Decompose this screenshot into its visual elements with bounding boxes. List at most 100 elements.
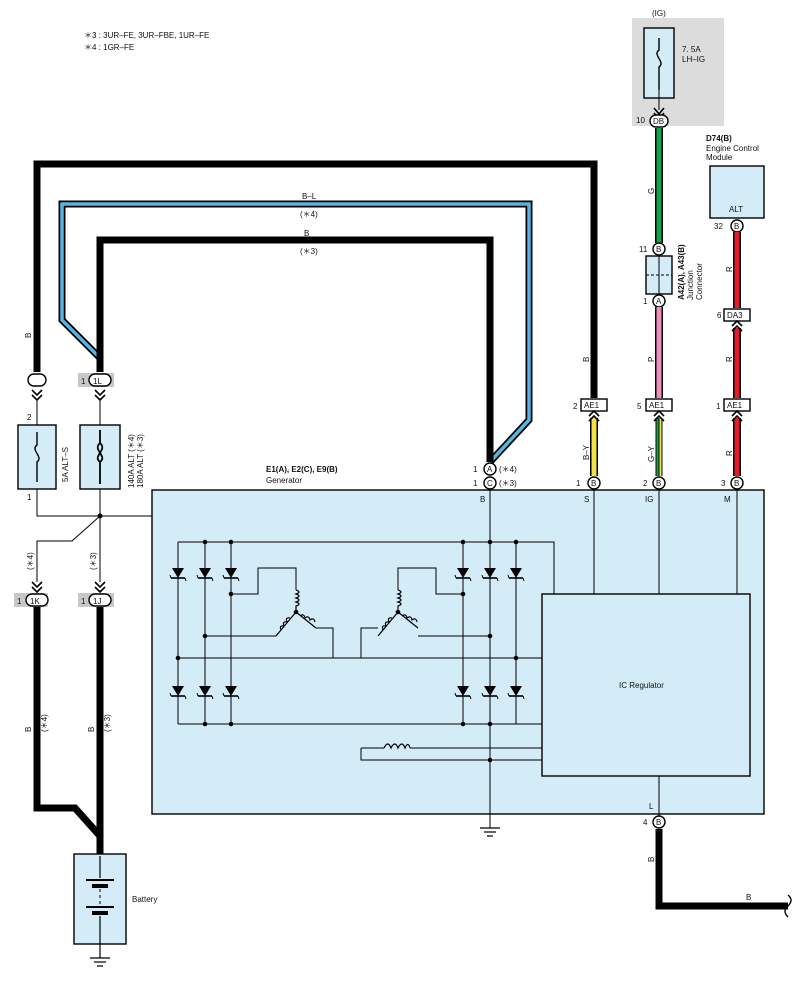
junction-name1: Junction <box>686 270 695 300</box>
gen-c-note: (＊3) <box>499 479 517 488</box>
ecm-terminal: ALT <box>729 205 743 214</box>
stator-coil-left-icon <box>275 589 317 637</box>
term-l: L <box>649 802 654 811</box>
da3-label: DA3 <box>727 311 743 320</box>
ae1-s-label: AE1 <box>584 401 600 410</box>
ae1-m-pin: 1 <box>716 402 721 411</box>
lh-ig-fuse-amp: 7. 5A <box>682 45 701 54</box>
ic-regulator-box <box>541 593 751 777</box>
ecm-id: D74(B) <box>706 134 732 143</box>
generator-internal-wiring <box>177 489 738 828</box>
c1l-connector <box>88 373 112 387</box>
alt-label-2: 180A ALT (＊3) <box>136 434 145 488</box>
wire-b-left-label: B <box>24 333 33 338</box>
gen-ig-pin: 2 <box>643 479 648 488</box>
generator-name: Generator <box>266 476 302 485</box>
generator-ground-icon <box>480 827 500 837</box>
wire-b-bottom-label: B <box>746 893 751 902</box>
ecm-name2: Module <box>706 153 733 162</box>
gen-c-label: C <box>487 479 493 488</box>
term-s: S <box>584 495 589 504</box>
wire-r3-label: R <box>725 450 734 456</box>
ig-title: (IG) <box>652 9 666 18</box>
wire-bl-note: (＊4) <box>300 210 318 219</box>
j11-connector <box>652 242 666 256</box>
battery-name: Battery <box>132 895 157 904</box>
gen-l-connector <box>652 815 666 829</box>
wire-by-label: B–Y <box>582 444 591 460</box>
gen-a-connector <box>483 462 497 476</box>
ecm32-pin: 32 <box>714 222 723 231</box>
gen-a-label: A <box>487 465 493 474</box>
ae1-m-label: AE1 <box>727 401 743 410</box>
c1j-label: 1J <box>93 597 101 606</box>
gen-a-pin: 1 <box>473 465 478 474</box>
c1k-connector <box>25 593 49 607</box>
alts-bot-pin: 1 <box>27 493 32 502</box>
alt-fuse-icon <box>96 430 104 484</box>
wire-b-top-note: (＊3) <box>300 247 318 256</box>
wire-b3-label: B <box>87 727 96 732</box>
wire-continue-icon <box>784 894 792 918</box>
ae1-ig-pin: 5 <box>637 402 642 411</box>
ae1-s-pin: 2 <box>573 402 578 411</box>
gen-s-label: B <box>591 479 596 488</box>
gen-l-label: B <box>656 818 661 827</box>
wire-b-l-label: B <box>647 857 656 862</box>
wire-gy-label: G–Y <box>647 445 656 462</box>
wire-b-l <box>655 829 788 910</box>
rotor-coil-icon <box>383 743 411 750</box>
gen-s-pin: 1 <box>576 479 581 488</box>
ic-regulator-label: IC Regulator <box>619 681 664 690</box>
wire-b4-note: (＊4) <box>40 714 49 732</box>
lh-ig-fuse-name: LH–IG <box>682 55 705 64</box>
alts-top-pin: 2 <box>27 413 32 422</box>
junction-name2: Connector <box>695 263 704 300</box>
da3-pin: 6 <box>717 311 722 320</box>
ecm32-label: B <box>734 222 739 231</box>
c1j-connector <box>88 593 112 607</box>
c1k-label: 1K <box>30 597 40 606</box>
wire-b-3 <box>96 236 494 462</box>
gen-m-label: B <box>734 479 739 488</box>
wire-b3-note: (＊3) <box>103 714 112 732</box>
wire-b-top-label: B <box>304 229 309 238</box>
c1-connector <box>27 373 47 387</box>
alts-label: 5A ALT–S <box>61 447 70 482</box>
j11-pin: 11 <box>639 245 648 254</box>
gen-ig-label: B <box>656 479 661 488</box>
battery-ground-icon <box>90 957 110 967</box>
note3-label: (＊3) <box>89 552 98 570</box>
db-pin: 10 <box>636 116 645 125</box>
stator-coil-right-icon <box>377 589 419 637</box>
db-connector <box>649 114 669 128</box>
wire-r2-label: R <box>725 356 734 362</box>
term-ig: IG <box>645 495 653 504</box>
wire-b4-label: B <box>24 727 33 732</box>
wire-b-s-label: B <box>582 357 591 362</box>
j1-label: A <box>656 297 662 306</box>
ecm-box <box>709 165 765 219</box>
ae1-ig-label: AE1 <box>649 401 665 410</box>
c1k-pin: 1 <box>17 597 22 606</box>
term-b: B <box>480 495 485 504</box>
note-3: ＊3 : 3UR–FE, 3UR–FBE, 1UR–FE <box>84 31 209 40</box>
wire-g-label: G <box>647 188 656 194</box>
alts-fuse-icon <box>34 432 40 482</box>
generator-id: E1(A), E2(C), E9(B) <box>266 465 338 474</box>
ecm-name1: Engine Control <box>706 144 759 153</box>
junction-id: A42(A), A43(B) <box>677 244 686 300</box>
alt-label-1: 140A ALT (＊4) <box>127 434 136 488</box>
note-4: ＊4 : 1GR–FE <box>84 43 134 52</box>
c1l-pin: 1 <box>81 377 86 386</box>
note4-label: (＊4) <box>26 552 35 570</box>
gen-m-pin: 3 <box>721 479 726 488</box>
term-m: M <box>724 495 731 504</box>
wire-r1-label: R <box>725 266 734 272</box>
j11-label: B <box>656 245 661 254</box>
wire-bl-label: B–L <box>302 192 317 201</box>
gen-l-pin: 4 <box>643 818 648 827</box>
c1l-label: 1L <box>93 377 102 386</box>
gen-a-note: (＊4) <box>499 465 517 474</box>
